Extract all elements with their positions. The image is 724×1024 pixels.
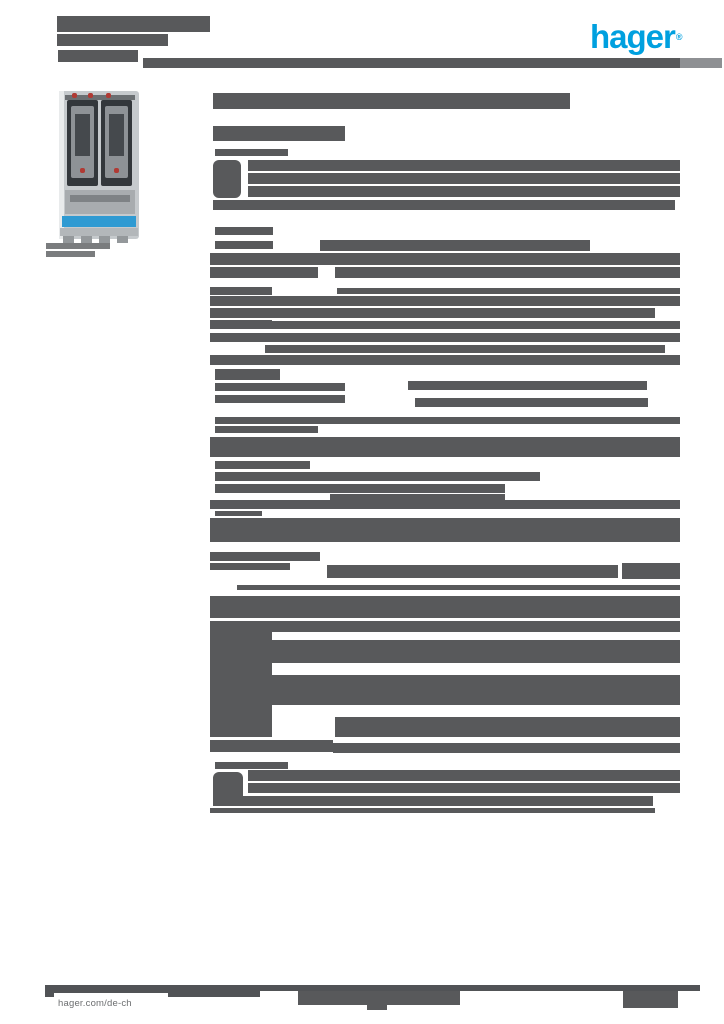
row-label (215, 227, 273, 235)
row-value (265, 345, 665, 353)
row-label (210, 563, 290, 570)
row-value (327, 565, 618, 578)
section-heading (215, 149, 288, 156)
table-band (210, 296, 680, 306)
header-address-line (57, 34, 168, 46)
row-value (335, 267, 680, 278)
photo-caption-line (46, 243, 110, 249)
header-rule (143, 58, 680, 68)
row-label (210, 320, 272, 329)
row-value (415, 398, 648, 407)
paragraph-line (248, 173, 680, 184)
table-band (210, 437, 680, 457)
photo-caption-line (46, 251, 95, 257)
paragraph-line (248, 186, 680, 197)
paragraph-line (248, 783, 680, 793)
terminal-lug (117, 236, 128, 243)
terminal-lug (81, 236, 92, 243)
product-title (213, 93, 570, 109)
section-heading (215, 762, 288, 769)
indicator-dot (88, 93, 93, 98)
product-photo-blue-stripe (62, 216, 136, 227)
table-band (335, 717, 680, 737)
paragraph-line (248, 770, 680, 781)
row-value (622, 563, 680, 579)
row-value (320, 240, 590, 251)
fuse-window-right (109, 114, 124, 156)
product-photo-edge-highlight (59, 91, 64, 239)
row-label (215, 461, 310, 469)
product-photo-base (60, 228, 138, 236)
indicator-dot (80, 168, 85, 173)
product-subtitle (213, 126, 345, 141)
terminal-lug (63, 236, 74, 243)
fuse-window-left (75, 114, 90, 156)
section-heading (215, 369, 280, 380)
row-label (210, 287, 272, 295)
table-band (272, 675, 680, 705)
row-value (272, 621, 680, 632)
pictogram (213, 160, 241, 198)
paragraph-line (248, 160, 680, 171)
table-band (272, 640, 680, 663)
row-value (272, 321, 680, 329)
table-band (210, 308, 655, 318)
row-label (210, 333, 272, 342)
header-address-line (57, 16, 210, 32)
row-value (215, 472, 540, 481)
row-label (215, 511, 262, 516)
registered-mark-icon: ® (675, 32, 683, 42)
paragraph-line (213, 796, 653, 806)
row-label (210, 740, 333, 752)
hager-logo-text: hager (590, 18, 676, 55)
pictogram-squares-row (215, 417, 680, 424)
hager-logo: hager® (590, 20, 683, 54)
header-rule-light (680, 58, 722, 68)
table-band (210, 355, 680, 365)
footer-center-text (298, 991, 460, 1005)
row-rule (237, 585, 680, 590)
table-band (210, 500, 680, 509)
row-value (333, 743, 680, 753)
indicator-dot (106, 93, 111, 98)
row-label (210, 267, 318, 278)
row-value (215, 484, 505, 493)
footer-right-text (623, 991, 678, 1008)
row-label (215, 426, 318, 433)
product-photo-mid-panel (65, 190, 135, 214)
row-value (265, 333, 680, 342)
row-label-column (210, 621, 272, 737)
table-band (210, 596, 680, 618)
row-label (215, 383, 345, 391)
footer-website-link[interactable]: hager.com/de-ch (58, 998, 132, 1009)
header-address-line (58, 50, 138, 62)
paragraph-line (213, 200, 675, 210)
product-photo-top-rail (65, 95, 135, 100)
table-band (210, 518, 680, 542)
row-value (408, 381, 647, 390)
product-photo-slots (70, 195, 130, 202)
footer-rule (45, 985, 700, 991)
section-heading (210, 552, 320, 561)
footer-website-box[interactable]: hager.com/de-ch (54, 993, 168, 1014)
indicator-dot (72, 93, 77, 98)
paragraph-line (210, 808, 655, 813)
footer-center-descender (367, 1003, 387, 1010)
row-label (215, 241, 273, 249)
row-rule (337, 288, 680, 294)
indicator-dot (114, 168, 119, 173)
row-value (330, 494, 505, 502)
terminal-lug (99, 236, 110, 243)
row-label (215, 395, 345, 403)
table-band (210, 253, 680, 265)
